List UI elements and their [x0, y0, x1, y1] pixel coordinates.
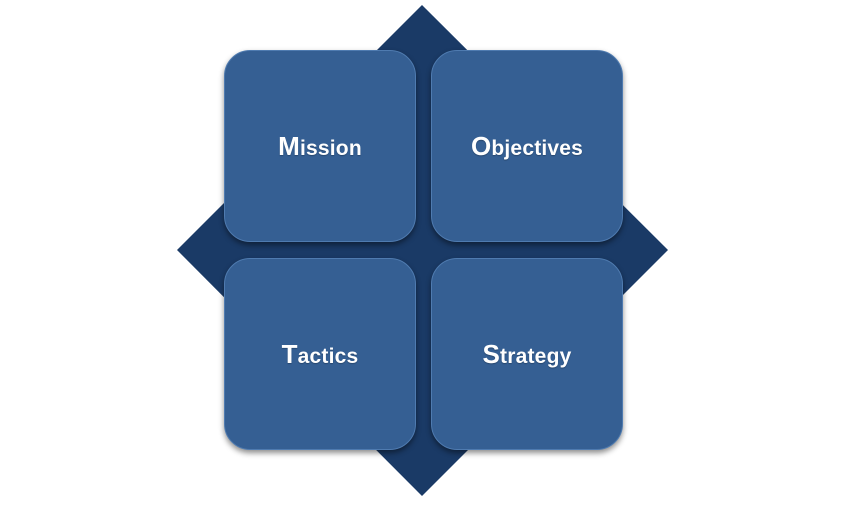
quadrant-label-mission: Mission — [278, 130, 362, 161]
quadrant-label-objectives: Objectives — [470, 130, 584, 161]
quadrant-mission: Mission — [224, 50, 416, 242]
quadrant-label-strategy: Strategy — [482, 338, 572, 369]
quadrant-tactics: Tactics — [224, 258, 416, 450]
quadrant-label-tactics: Tactics — [281, 338, 359, 369]
quadrant-strategy: Strategy — [431, 258, 623, 450]
quadrant-objectives: Objectives — [431, 50, 623, 242]
